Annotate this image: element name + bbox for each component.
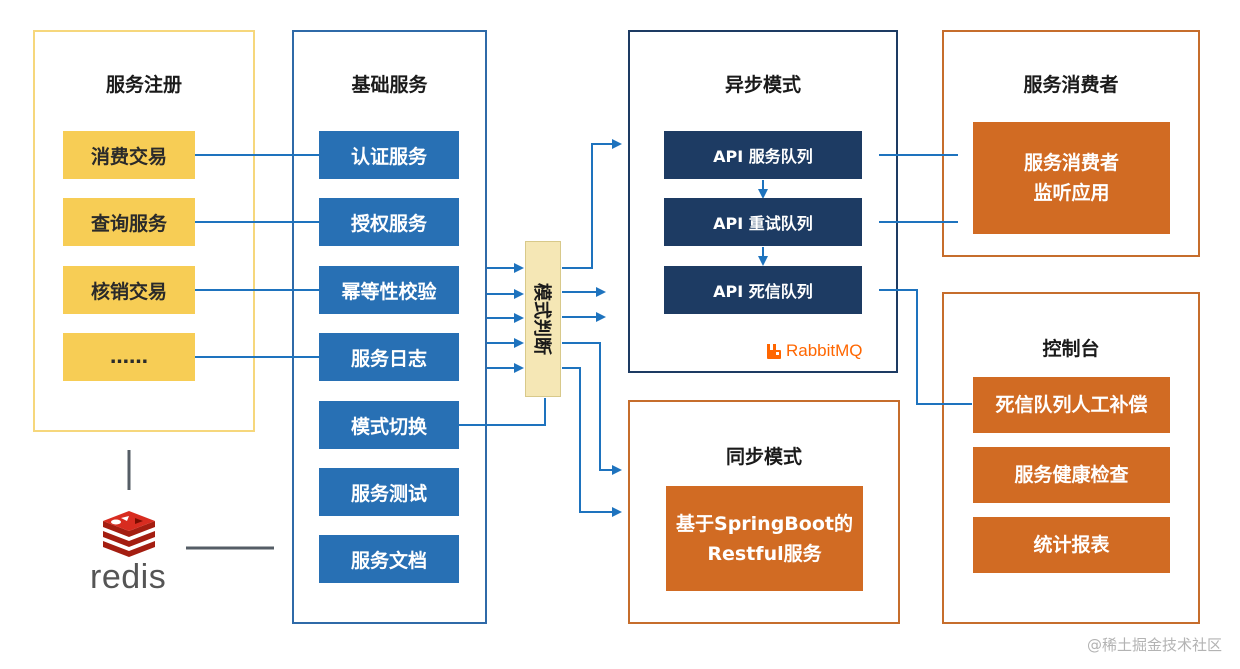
registry-item-consume: 消费交易 [63, 131, 195, 179]
watermark: @稀土掘金技术社区 [1086, 636, 1222, 654]
registry-title: 服务注册 [105, 74, 182, 96]
async-title: 异步模式 [724, 74, 801, 96]
sync-springboot-service: 基于SpringBoot的 Restful服务 [666, 486, 863, 591]
queue-service: API 服务队列 [664, 131, 862, 179]
base-title: 基础服务 [351, 74, 428, 96]
rabbitmq-logo: RabbitMQ [766, 341, 863, 361]
sync-title: 同步模式 [725, 446, 802, 468]
arrow-judge-sync-2 [562, 367, 622, 517]
base-item-idempotency: 幂等性校验 [319, 266, 459, 314]
base-item-authorize: 授权服务 [319, 198, 459, 246]
base-item-docs: 服务文档 [319, 535, 459, 583]
mode-judge: 模式判断 [525, 241, 561, 397]
arrow-judge-async-1 [562, 139, 622, 269]
line-mode-switch [459, 398, 546, 426]
base-item-log: 服务日志 [319, 333, 459, 381]
base-item-auth: 认证服务 [319, 131, 459, 179]
base-item-mode-switch: 模式切换 [319, 401, 459, 449]
arrow-judge-sync-1 [562, 342, 622, 475]
console-health-check: 服务健康检查 [973, 447, 1170, 503]
console-statistics: 统计报表 [973, 517, 1170, 573]
console-deadletter-compensation: 死信队列人工补偿 [973, 377, 1170, 433]
rabbitmq-label: RabbitMQ [786, 341, 863, 360]
base-panel: 基础服务 [292, 30, 487, 624]
redis-icon [103, 511, 155, 557]
queue-retry: API 重试队列 [664, 198, 862, 246]
consumer-title: 服务消费者 [1023, 74, 1119, 96]
queue-deadletter: API 死信队列 [664, 266, 862, 314]
mode-judge-label: 模式判断 [531, 283, 552, 355]
line-deadletter-console [879, 289, 972, 405]
registry-item-writeoff: 核销交易 [63, 266, 195, 314]
base-item-test: 服务测试 [319, 468, 459, 516]
consumer-listener-app: 服务消费者 监听应用 [973, 122, 1170, 234]
console-title: 控制台 [1042, 338, 1100, 360]
registry-item-query: 查询服务 [63, 198, 195, 246]
redis-label: redis [90, 558, 167, 596]
registry-item-more: …… [63, 333, 195, 381]
rabbitmq-icon [767, 344, 781, 359]
